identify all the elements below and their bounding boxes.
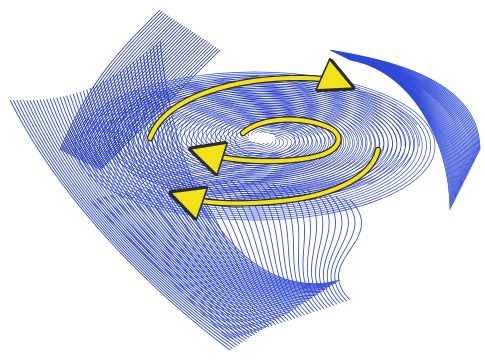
mesh-line-flap [338, 200, 361, 300]
mesh-line-flap [335, 198, 355, 301]
